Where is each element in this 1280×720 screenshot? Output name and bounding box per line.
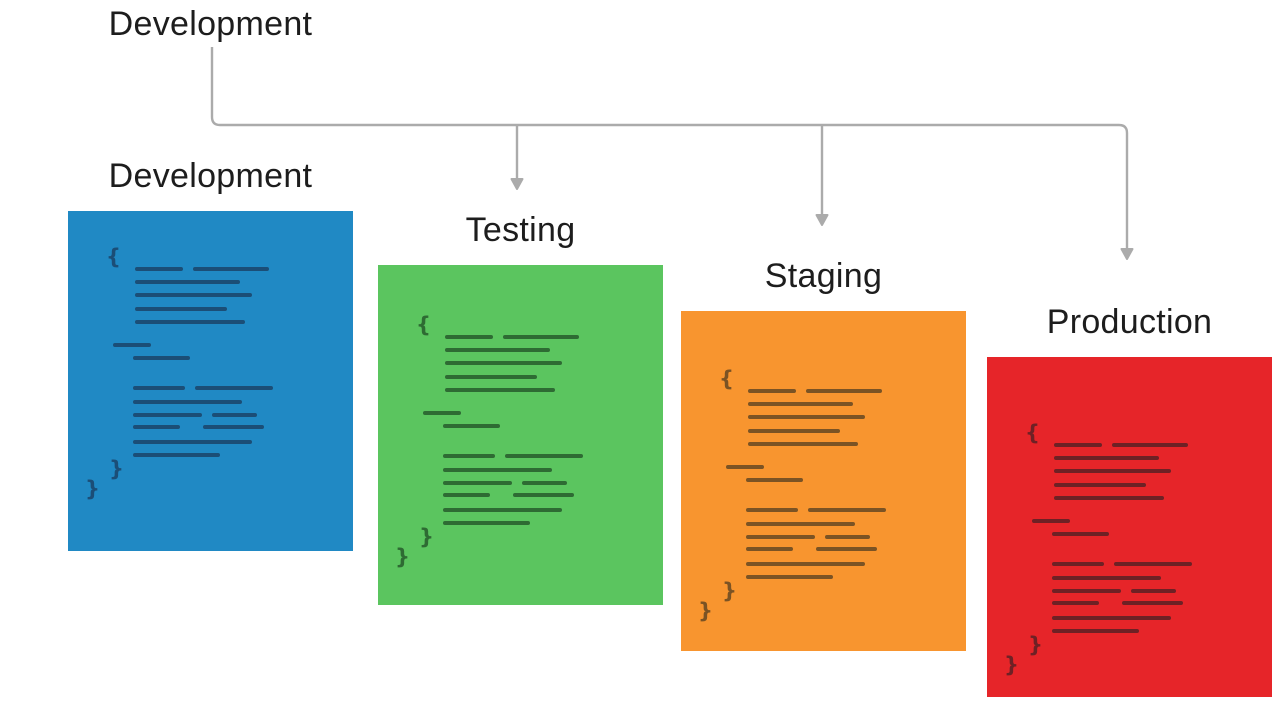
code-line-segment bbox=[133, 453, 220, 457]
code-line-segment bbox=[133, 400, 242, 404]
code-line-segment bbox=[748, 402, 853, 406]
code-line-segment bbox=[513, 493, 574, 497]
close-brace-glyph: } bbox=[698, 599, 713, 623]
code-line-segment bbox=[445, 388, 555, 392]
open-brace-glyph: { bbox=[719, 367, 734, 391]
code-line-segment bbox=[443, 508, 562, 512]
code-line-segment bbox=[193, 267, 269, 271]
stage-label-testing: Testing bbox=[465, 211, 576, 249]
close-brace-glyph: } bbox=[109, 457, 124, 481]
close-brace-glyph: } bbox=[722, 579, 737, 603]
code-line-segment bbox=[1052, 576, 1161, 580]
code-line-segment bbox=[1054, 496, 1164, 500]
code-line-segment bbox=[1122, 601, 1183, 605]
code-line-segment bbox=[135, 293, 252, 297]
code-line-segment bbox=[1054, 483, 1146, 487]
code-line-segment bbox=[522, 481, 567, 485]
code-line-segment bbox=[1052, 589, 1121, 593]
close-brace-glyph: } bbox=[419, 525, 434, 549]
code-snippet-graphic: {}} bbox=[987, 387, 1272, 720]
code-line-segment bbox=[746, 575, 833, 579]
stage-label-production: Production bbox=[1046, 303, 1213, 341]
code-line-segment bbox=[808, 508, 886, 512]
code-card-production: {}} bbox=[987, 357, 1272, 697]
code-line-segment bbox=[746, 478, 803, 482]
close-brace-glyph: } bbox=[1004, 653, 1019, 677]
code-line-segment bbox=[1052, 562, 1104, 566]
open-brace-glyph: { bbox=[416, 313, 431, 337]
code-card-development: {}} bbox=[68, 211, 353, 551]
code-line-segment bbox=[746, 562, 865, 566]
code-line-segment bbox=[1032, 519, 1070, 523]
code-snippet-graphic: {}} bbox=[378, 279, 663, 619]
code-line-segment bbox=[445, 335, 493, 339]
code-line-segment bbox=[726, 465, 764, 469]
code-line-segment bbox=[1052, 616, 1171, 620]
open-brace-glyph: { bbox=[1025, 421, 1040, 445]
code-line-segment bbox=[816, 547, 877, 551]
open-brace-glyph: { bbox=[106, 245, 121, 269]
code-line-segment bbox=[1052, 629, 1139, 633]
code-snippet-graphic: {}} bbox=[68, 211, 353, 551]
code-line-segment bbox=[113, 343, 151, 347]
code-line-segment bbox=[806, 389, 882, 393]
code-line-segment bbox=[1054, 443, 1102, 447]
code-line-segment bbox=[443, 521, 530, 525]
close-brace-glyph: } bbox=[85, 477, 100, 501]
code-line-segment bbox=[133, 386, 185, 390]
code-line-segment bbox=[445, 361, 562, 365]
code-card-testing: {}} bbox=[378, 265, 663, 605]
code-line-segment bbox=[423, 411, 461, 415]
code-line-segment bbox=[825, 535, 870, 539]
code-line-segment bbox=[748, 389, 796, 393]
code-line-segment bbox=[746, 547, 793, 551]
code-line-segment bbox=[1052, 601, 1099, 605]
stage-label-staging: Staging bbox=[764, 257, 883, 295]
code-line-segment bbox=[748, 415, 865, 419]
code-line-segment bbox=[195, 386, 273, 390]
code-line-segment bbox=[503, 335, 579, 339]
code-line-segment bbox=[133, 413, 202, 417]
code-line-segment bbox=[443, 481, 512, 485]
code-line-segment bbox=[746, 535, 815, 539]
code-line-segment bbox=[443, 454, 495, 458]
code-line-segment bbox=[1054, 469, 1171, 473]
code-line-segment bbox=[1054, 456, 1159, 460]
code-line-segment bbox=[135, 320, 245, 324]
code-line-segment bbox=[746, 522, 855, 526]
code-line-segment bbox=[443, 424, 500, 428]
code-line-segment bbox=[746, 508, 798, 512]
pipeline-root-label: Development bbox=[108, 5, 313, 43]
code-line-segment bbox=[1131, 589, 1176, 593]
code-line-segment bbox=[203, 425, 264, 429]
code-line-segment bbox=[133, 440, 252, 444]
code-line-segment bbox=[135, 307, 227, 311]
code-line-segment bbox=[135, 280, 240, 284]
code-line-segment bbox=[505, 454, 583, 458]
code-line-segment bbox=[212, 413, 257, 417]
code-line-segment bbox=[1114, 562, 1192, 566]
arrowhead-staging-icon bbox=[815, 214, 829, 226]
code-line-segment bbox=[135, 267, 183, 271]
code-line-segment bbox=[443, 468, 552, 472]
stage-label-development: Development bbox=[108, 157, 313, 195]
code-line-segment bbox=[133, 425, 180, 429]
code-line-segment bbox=[1112, 443, 1188, 447]
code-snippet-graphic: {}} bbox=[681, 333, 966, 673]
close-brace-glyph: } bbox=[1028, 633, 1043, 657]
code-line-segment bbox=[748, 442, 858, 446]
arrowhead-production-icon bbox=[1120, 248, 1134, 260]
code-line-segment bbox=[445, 375, 537, 379]
code-line-segment bbox=[1052, 532, 1109, 536]
code-line-segment bbox=[443, 493, 490, 497]
arrowhead-testing-icon bbox=[510, 178, 524, 190]
code-card-staging: {}} bbox=[681, 311, 966, 651]
code-line-segment bbox=[748, 429, 840, 433]
code-line-segment bbox=[133, 356, 190, 360]
code-line-segment bbox=[445, 348, 550, 352]
close-brace-glyph: } bbox=[395, 545, 410, 569]
